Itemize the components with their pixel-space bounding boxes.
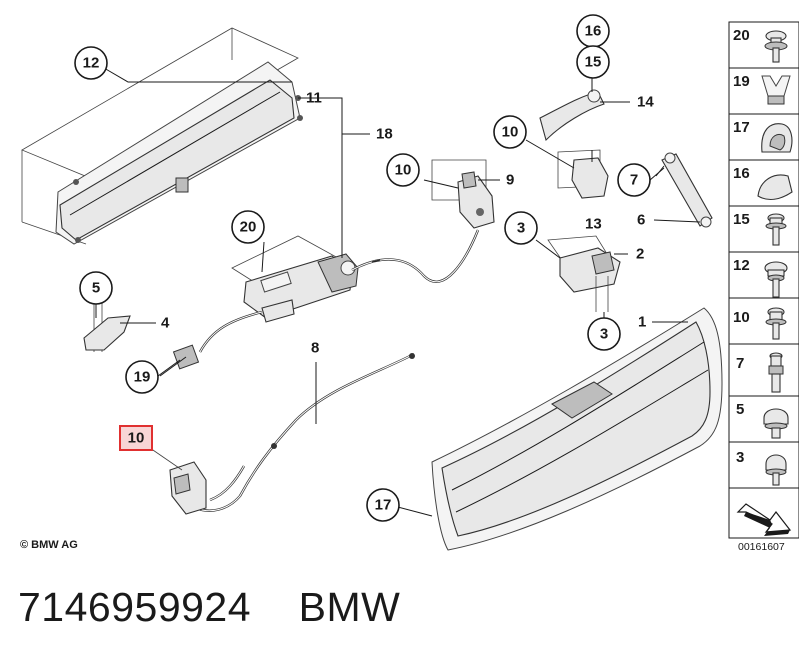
legend-num-19: 19 [733, 73, 750, 90]
callout-10-upper-right: 10 [386, 153, 420, 187]
legend-num-3: 3 [736, 449, 744, 466]
fastener-19-icon [761, 75, 791, 105]
svg-text:20: 20 [240, 219, 257, 236]
part-12-tray [21, 27, 303, 245]
part-8-cable [195, 352, 415, 512]
fastener-20-icon [764, 30, 788, 63]
callout-15: 15 [576, 45, 610, 79]
fastener-5-icon [763, 408, 789, 439]
part-2-hinge [547, 235, 621, 312]
ref-18: 18 [376, 126, 393, 143]
callout-5: 5 [79, 271, 113, 305]
part-10-lower-latch [149, 447, 207, 515]
svg-text:12: 12 [83, 55, 100, 72]
ref-1: 1 [638, 314, 646, 331]
callout-3-lower: 3 [587, 317, 621, 351]
svg-text:16: 16 [585, 23, 602, 40]
callout-19: 19 [125, 360, 159, 394]
ref-6: 6 [637, 212, 645, 229]
fastener-16-icon [757, 174, 793, 201]
parts-diagram: 12 20 5 19 10 10 10 3 3 16 15 7 [21, 14, 799, 551]
svg-text:7: 7 [630, 172, 638, 189]
callout-12: 12 [74, 46, 108, 80]
svg-text:19: 19 [134, 369, 151, 386]
cable-19 [159, 310, 263, 377]
fastener-legend: 20 19 17 16 15 12 10 7 5 3 [728, 21, 799, 539]
callout-17: 17 [366, 488, 400, 522]
callout-16: 16 [576, 14, 610, 48]
ref-8: 8 [311, 340, 319, 357]
svg-text:15: 15 [585, 54, 602, 71]
fastener-12-icon [764, 261, 788, 298]
callout-20: 20 [231, 210, 265, 244]
direction-arrow-icon [736, 503, 792, 536]
svg-text:3: 3 [517, 220, 525, 237]
fastener-15-icon [765, 213, 787, 246]
svg-text:10: 10 [128, 430, 145, 447]
legend-num-5: 5 [736, 401, 744, 418]
callout-3-upper: 3 [504, 211, 538, 245]
part-6-strut [655, 152, 713, 228]
part-number: 7146959924 [18, 584, 252, 630]
legend-num-20: 20 [733, 27, 750, 44]
part-1-trim-panel [431, 307, 723, 551]
legend-num-15: 15 [733, 211, 750, 228]
ref-14: 14 [637, 94, 654, 111]
part-9-latch [431, 159, 495, 229]
ref-4: 4 [161, 315, 170, 332]
callout-10-highlighted: 10 [119, 425, 153, 451]
fastener-10-icon [765, 307, 787, 340]
legend-num-16: 16 [733, 165, 750, 182]
legend-num-12: 12 [733, 257, 750, 274]
part-13-bracket [557, 149, 609, 199]
brand-name: BMW [298, 584, 401, 630]
leader-lines [95, 67, 701, 517]
ref-11: 11 [306, 90, 322, 107]
callout-10-handle: 10 [493, 115, 527, 149]
svg-text:10: 10 [502, 124, 519, 141]
svg-text:5: 5 [92, 280, 100, 297]
ref-2: 2 [636, 246, 644, 263]
svg-text:10: 10 [395, 162, 412, 179]
part-14-handle [539, 89, 605, 142]
part-11-actuator [231, 235, 359, 323]
ref-9: 9 [506, 172, 514, 189]
callout-7: 7 [617, 163, 651, 197]
part-4-bracket [83, 302, 131, 352]
fastener-3-icon [765, 454, 787, 486]
legend-num-7: 7 [736, 355, 744, 372]
svg-text:3: 3 [600, 326, 608, 343]
ref-13: 13 [585, 216, 602, 233]
fastener-17-icon [761, 123, 793, 153]
copyright-text: © BMW AG [20, 539, 78, 551]
fastener-7-icon [768, 352, 784, 393]
diagram-code: 00161607 [738, 541, 785, 553]
legend-num-17: 17 [733, 119, 750, 136]
footer-caption: 7146959924 BMW [18, 584, 400, 631]
cable-9 [351, 229, 480, 283]
svg-text:17: 17 [375, 497, 392, 514]
legend-num-10: 10 [733, 309, 750, 326]
